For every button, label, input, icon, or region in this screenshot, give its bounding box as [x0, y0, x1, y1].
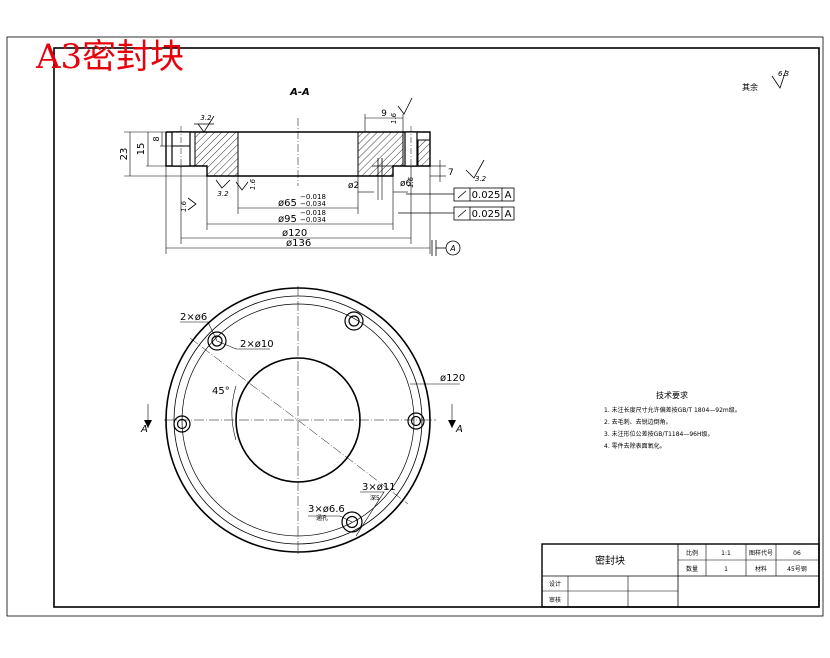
tech-req-1: 1. 未注长度尺寸允许偏差按GB/T 1804—92m级。 — [604, 406, 741, 414]
tolerance-2-value: 0.025 — [472, 209, 501, 220]
dim-phi95: ø95 — [278, 214, 297, 225]
rest-roughness-label: 其余 — [742, 82, 758, 92]
dim-phi120: ø120 — [282, 228, 307, 239]
right-hatch-flange — [417, 139, 431, 167]
dim-phi2: ø2 — [348, 181, 359, 191]
dim-phi6: ø6 — [400, 179, 412, 189]
plan-angle: 45° — [212, 386, 230, 397]
section-title: A-A — [289, 87, 310, 98]
dim-h8: 8 — [152, 136, 161, 141]
scale-label: 比例 — [686, 549, 698, 557]
dim-phi65: ø65 — [278, 198, 297, 209]
diameter-dims — [165, 166, 431, 254]
outer-border — [6, 36, 824, 617]
dim-phi65-tol-upper: −0.018 — [300, 193, 326, 201]
qty-value: 1 — [724, 566, 728, 573]
part-name: 密封块 — [595, 554, 625, 567]
bolt-hole-group — [173, 311, 425, 533]
plan-holes3: 3×ø6.6 — [308, 504, 345, 515]
top-dims — [364, 114, 446, 182]
roughness-r2: 1.6 — [249, 178, 257, 190]
section-label-left: A — [140, 424, 148, 435]
roughness-r7: 3.2 — [475, 175, 487, 183]
datum-label: A — [449, 244, 455, 253]
material-label: 材料 — [755, 565, 767, 573]
dim-phi65-tol-lower: −0.034 — [300, 200, 326, 208]
dim-phi95-tol-upper: −0.018 — [300, 209, 326, 217]
roughness-r5: 1.6 — [390, 112, 398, 124]
dim-h23: 23 — [119, 148, 130, 161]
dim-9: 9 — [381, 109, 387, 119]
banner-title: A3密封块 — [36, 37, 185, 77]
dim-phi136: ø136 — [286, 238, 311, 249]
title-block — [541, 543, 820, 608]
roughness-r4: 1.6 — [180, 200, 188, 212]
tolerance-frame-1 — [406, 187, 515, 202]
dim-phi95-tol-lower: −0.034 — [300, 216, 326, 224]
plan-holes-cb: 2×ø10 — [240, 339, 274, 350]
roughness-symbols — [187, 69, 787, 211]
datum-marker — [431, 240, 461, 256]
plan-holes3-cb: 3×ø11 — [362, 482, 396, 493]
qty-label: 数量 — [686, 565, 698, 573]
tech-req-4: 4. 零件去除表面氧化。 — [604, 442, 666, 450]
section-arrows — [144, 420, 456, 428]
right-hatch — [357, 131, 404, 177]
scale-value: 1:1 — [721, 550, 731, 557]
tolerance-1-datum: A — [505, 190, 512, 201]
tolerance-frame-2 — [398, 206, 515, 221]
plan-leaders — [147, 321, 460, 537]
material-value: 45号钢 — [787, 565, 807, 573]
plan-view — [164, 286, 436, 556]
tolerance-2-datum: A — [505, 209, 512, 220]
plan-holes3-note: 通孔 — [316, 514, 328, 522]
plan-holes3-cb-note: 深5 — [370, 494, 380, 502]
tolerance-1-value: 0.025 — [472, 190, 501, 201]
inner-frame — [53, 47, 820, 608]
tech-req-3: 3. 未注形位公差按GB/T1184—96H级。 — [604, 430, 714, 438]
roughness-r1: 3.2 — [200, 114, 212, 122]
plan-holes-small: 2×ø6 — [180, 312, 207, 323]
height-dims — [124, 131, 207, 177]
designer-label: 设计 — [549, 580, 561, 588]
dim-7: 7 — [448, 168, 454, 178]
drawing-no-value: 06 — [793, 550, 801, 557]
tech-req-2: 2. 去毛刺、去锐边倒角。 — [604, 418, 672, 426]
dim-h15: 15 — [136, 143, 147, 156]
reviewer-label: 审核 — [549, 596, 561, 604]
plan-bc: ø120 — [440, 373, 465, 384]
rest-roughness-value: 6.3 — [778, 70, 789, 78]
roughness-r3: 3.2 — [217, 190, 229, 198]
section-label-right: A — [455, 424, 463, 435]
drawing-no-label: 图样代号 — [749, 549, 773, 557]
tech-req-title: 技术要求 — [656, 390, 688, 400]
left-hatch — [194, 131, 239, 177]
